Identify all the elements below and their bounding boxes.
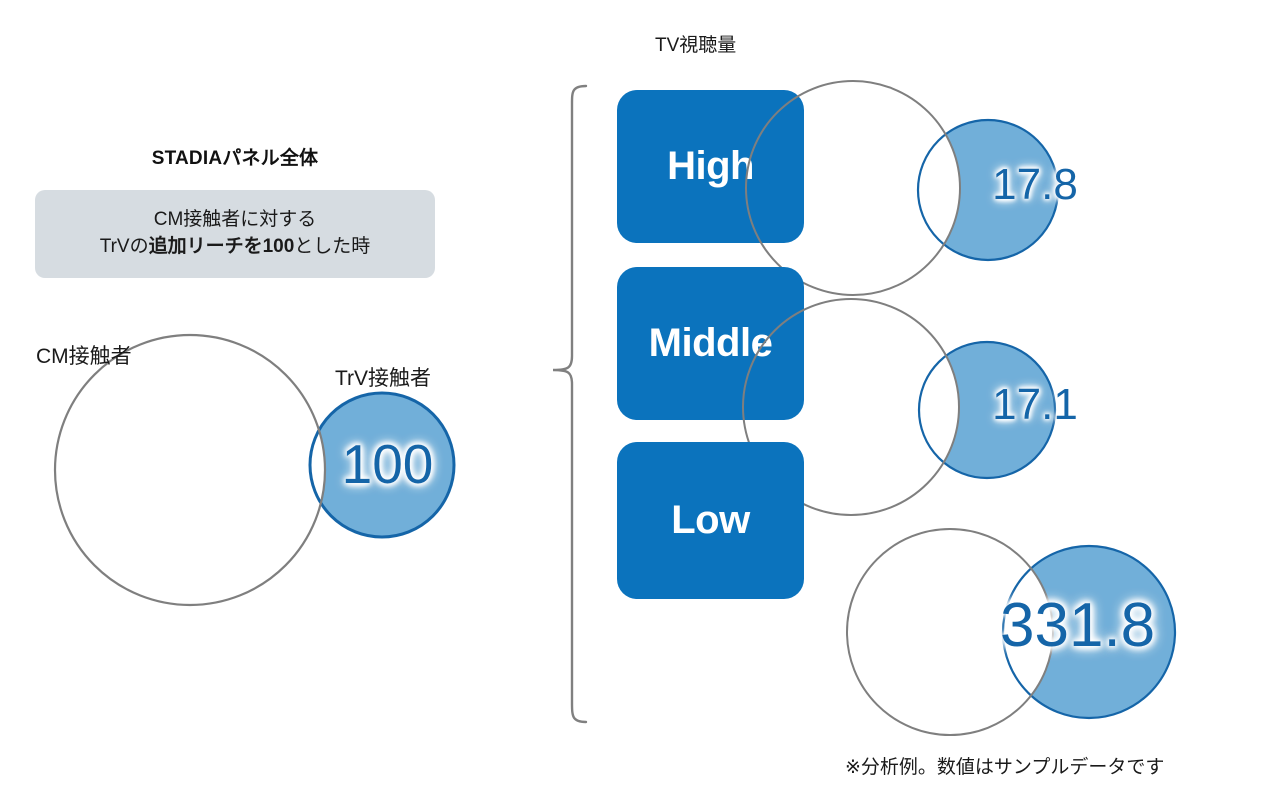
trv-overlay-circle-low xyxy=(1001,544,1177,720)
level-button-low[interactable]: Low xyxy=(617,442,804,599)
callout-line-2-emphasis: 追加リーチを100 xyxy=(148,236,295,257)
tv-viewing-title: TV視聴量 xyxy=(655,35,737,56)
grouping-brace xyxy=(520,70,610,770)
cm-base-circle-high xyxy=(745,80,961,296)
venn-value-high: 17.8 xyxy=(992,160,1078,209)
callout-box: CM接触者に対する TrVの追加リーチを100とした時 xyxy=(35,190,435,278)
venn-value-baseline: 100 xyxy=(341,433,434,495)
baseline-venn-diagram: CM接触者 TrV接触者 100 xyxy=(20,320,500,620)
cm-base-circle xyxy=(53,333,327,607)
level-button-high[interactable]: High xyxy=(617,90,804,243)
venn-base-label: CM接触者 xyxy=(36,345,132,368)
venn-value-middle: 17.1 xyxy=(992,380,1078,429)
cm-base-circle-middle xyxy=(742,298,960,516)
level-button-middle[interactable]: Middle xyxy=(617,267,804,420)
venn-diagram-middle: 17.1 xyxy=(742,298,1280,525)
trv-overlay-circle xyxy=(308,391,456,539)
callout-line-2-prefix: TrVの xyxy=(99,236,149,257)
callout-line-2: TrVの追加リーチを100とした時 xyxy=(100,234,371,261)
venn-diagram-low: 331.8 xyxy=(830,515,1280,750)
callout-line-2-suffix: とした時 xyxy=(294,236,371,257)
page-title: STADIAパネル全体 xyxy=(151,148,319,169)
venn-diagram-high: 17.8 xyxy=(745,80,1280,310)
venn-overlay-label: TrV接触者 xyxy=(335,367,432,390)
venn-value-low: 331.8 xyxy=(1000,591,1156,660)
cm-base-circle-low xyxy=(846,528,1054,736)
callout-line-1: CM接触者に対する xyxy=(153,209,317,231)
footnote-text: ※分析例。数値はサンプルデータです xyxy=(845,757,1165,778)
